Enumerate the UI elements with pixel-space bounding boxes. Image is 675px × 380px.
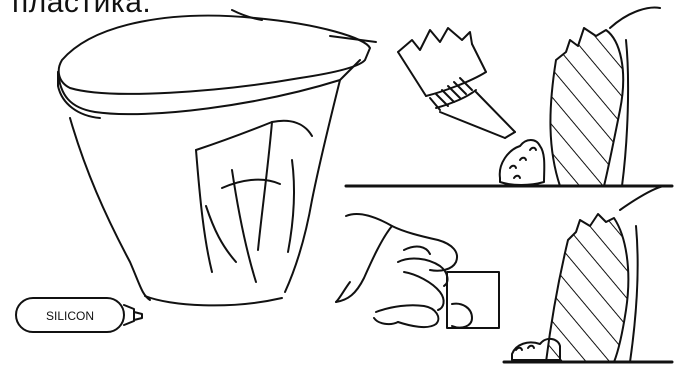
caption-text: пластика.: [12, 0, 151, 20]
hand-with-scraper-icon: [336, 214, 499, 328]
wall-section-hatched: [346, 8, 672, 186]
wall-section-hatched-lower: [504, 186, 672, 362]
tube-label: SILICON: [46, 309, 94, 323]
sealant-nozzle-icon: [398, 28, 544, 185]
silicone-tube-icon: SILICON: [16, 298, 142, 332]
toilet-bowl-illustration: [58, 10, 376, 305]
